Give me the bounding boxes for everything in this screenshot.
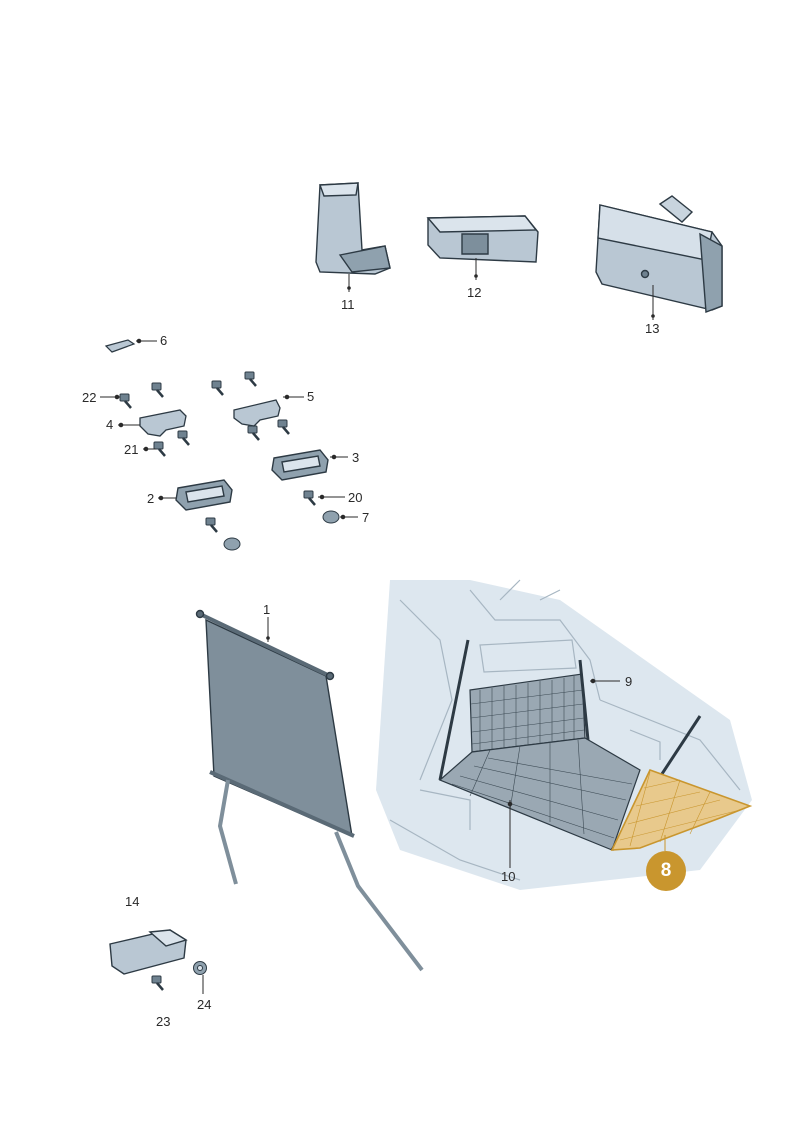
callout-13: 13 (645, 321, 660, 336)
hardware-leaders (100, 394, 358, 520)
callout-22: 22 (82, 390, 97, 405)
callout-10: 10 (501, 869, 516, 884)
callout-14: 14 (125, 894, 140, 909)
bolt-set (119, 371, 316, 533)
bolt-e (247, 425, 260, 441)
part-12-bracket (426, 215, 539, 263)
bolt-b (211, 380, 224, 396)
callout-5: 5 (307, 389, 315, 404)
part-14-bracket (109, 929, 188, 975)
callout-6: 6 (160, 333, 168, 348)
callout-21: 21 (124, 442, 139, 457)
part-9-partition-net (438, 639, 590, 781)
bolt-a (151, 382, 164, 398)
part-4-bracket (139, 409, 187, 437)
callout-20: 20 (348, 490, 363, 505)
part-24-nut (193, 961, 207, 975)
bolt-g (205, 517, 218, 533)
part-3-handle (271, 449, 329, 481)
bolt-c (244, 371, 257, 387)
bolt-d (177, 430, 190, 446)
bolt-f (277, 419, 290, 435)
part-13-storage-box (595, 195, 723, 313)
callout-7: 7 (362, 510, 370, 525)
callout-1: 1 (263, 602, 271, 617)
callout-3: 3 (352, 450, 360, 465)
scene-leaders (507, 678, 666, 868)
leader-13-dot (651, 314, 655, 318)
part-1-roller-blind (195, 609, 424, 972)
callout-11: 11 (341, 297, 355, 312)
part-5-bracket (233, 399, 281, 427)
callout-12: 12 (467, 285, 482, 300)
leader-12-dot (474, 274, 478, 278)
callout-24: 24 (197, 997, 212, 1012)
callout-23: 23 (156, 1014, 171, 1029)
part-2-handle (175, 479, 233, 511)
callout-4: 4 (106, 417, 114, 432)
part-23-bolt (151, 975, 164, 991)
bolt-21 (153, 441, 166, 457)
callout-8-badge: 8 (646, 851, 686, 891)
bolt-22 (119, 393, 132, 409)
callout-9: 9 (625, 674, 633, 689)
callout-2: 2 (147, 491, 155, 506)
bolt-20 (303, 490, 316, 506)
part-6-clip (104, 339, 136, 353)
part-11-holder (315, 182, 391, 275)
leader-6-dot (136, 338, 142, 344)
part-7-caps (223, 510, 340, 551)
part-8-side-net-highlighted (610, 769, 753, 851)
leader-11-dot (347, 286, 351, 290)
leader-1-dot (266, 636, 270, 640)
